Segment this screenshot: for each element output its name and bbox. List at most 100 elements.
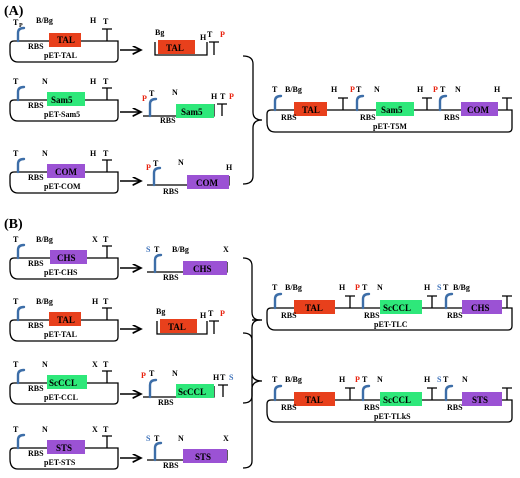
svg-text:X: X: [92, 360, 98, 369]
svg-text:N: N: [42, 77, 48, 86]
svg-text:RBS: RBS: [444, 113, 460, 122]
svg-text:COM: COM: [196, 178, 219, 188]
svg-text:T: T: [103, 235, 109, 244]
svg-text:P: P: [355, 283, 360, 292]
svg-text:RBS: RBS: [28, 42, 44, 51]
svg-text:COM: COM: [55, 167, 78, 177]
svg-text:P: P: [19, 23, 23, 29]
svg-text:N: N: [377, 375, 383, 384]
svg-text:P: P: [355, 375, 360, 384]
svg-text:S: S: [437, 375, 442, 384]
svg-text:T: T: [13, 425, 19, 434]
gene-tal: [294, 300, 335, 314]
panel-a-label: (A): [4, 4, 24, 19]
svg-text:T: T: [362, 283, 368, 292]
svg-text:N: N: [462, 375, 468, 384]
svg-text:P: P: [229, 92, 234, 101]
svg-text:CHS: CHS: [193, 264, 212, 274]
bracket: [242, 332, 263, 469]
svg-text:TAL: TAL: [302, 105, 320, 115]
gene-sam5: [47, 92, 85, 106]
svg-text:T: T: [103, 425, 109, 434]
svg-text:RBS: RBS: [360, 113, 376, 122]
fragment-chs: S T B/Bg CHS RBS X: [146, 245, 229, 282]
svg-text:H: H: [90, 149, 97, 158]
svg-text:Sam5: Sam5: [181, 107, 203, 117]
svg-text:B/Bg: B/Bg: [36, 16, 53, 25]
svg-text:TAL: TAL: [305, 395, 323, 405]
plasmid-pet-tlc: T B/Bg TAL RBS H P T N ScCCL RBS H S T B…: [266, 283, 513, 331]
svg-text:RBS: RBS: [281, 403, 297, 412]
svg-text:RBS: RBS: [28, 384, 44, 393]
svg-text:B/Bg: B/Bg: [453, 283, 470, 292]
svg-text:T: T: [103, 297, 109, 306]
plasmid-pet-sts: T N STS RBS X T pET-STS: [9, 425, 119, 470]
svg-text:H: H: [494, 85, 501, 94]
svg-text:N: N: [374, 85, 380, 94]
svg-text:N: N: [42, 425, 48, 434]
svg-text:T: T: [13, 297, 19, 306]
svg-text:pET-COM: pET-COM: [44, 182, 81, 191]
svg-text:RBS: RBS: [28, 321, 44, 330]
svg-text:TAL: TAL: [305, 303, 323, 313]
gene-tal: [160, 319, 197, 333]
svg-text:H: H: [211, 92, 218, 101]
gene-com: [47, 164, 85, 178]
fragment-sts: S T N STS RBS X: [146, 434, 229, 470]
svg-text:T: T: [103, 149, 109, 158]
fragment-sccl: P T N ScCCL RBS H T S: [141, 369, 234, 407]
gene-com: [461, 102, 498, 116]
gene-sam5: [376, 102, 414, 116]
bracket: [242, 55, 263, 185]
svg-text:X: X: [223, 434, 229, 443]
svg-text:Sam5: Sam5: [51, 95, 73, 105]
promoter-icon: [16, 26, 26, 43]
svg-text:RBS: RBS: [163, 273, 179, 282]
svg-text:T: T: [154, 245, 160, 254]
svg-text:RBS: RBS: [364, 311, 380, 320]
svg-text:N: N: [42, 149, 48, 158]
fragment-tal-a: TAL Bg H T P: [154, 28, 225, 56]
svg-text:H: H: [339, 375, 346, 384]
svg-text:RBS: RBS: [447, 403, 463, 412]
svg-text:pET-TLC: pET-TLC: [374, 320, 408, 329]
fragment-sam5: P T N Sam5 RBS H T P: [142, 88, 234, 125]
svg-text:TAL: TAL: [57, 35, 75, 45]
svg-text:N: N: [172, 88, 178, 97]
svg-text:TAL: TAL: [168, 322, 186, 332]
svg-text:STS: STS: [56, 443, 72, 453]
svg-text:RBS: RBS: [158, 398, 174, 407]
svg-text:N: N: [42, 360, 48, 369]
svg-text:pET-STS: pET-STS: [44, 458, 76, 467]
plasmid-pet-chs: T B/Bg CHS RBS X T pET-CHS: [9, 235, 119, 280]
svg-text:P: P: [433, 85, 438, 94]
svg-text:P: P: [141, 371, 146, 380]
svg-text:T: T: [208, 309, 214, 318]
gene-chs: [50, 250, 87, 264]
svg-text:Sam5: Sam5: [381, 105, 403, 115]
svg-text:pET-T5M: pET-T5M: [373, 122, 407, 131]
svg-text:B/Bg: B/Bg: [285, 283, 302, 292]
svg-text:TAL: TAL: [166, 43, 184, 53]
plasmid-pet-sam5: T N Sam5 RBS H T pET-Sam5: [9, 77, 119, 122]
svg-text:H: H: [200, 33, 207, 42]
svg-text:T: T: [443, 283, 449, 292]
gene-sccl: [380, 300, 422, 314]
svg-text:ScCCL: ScCCL: [383, 303, 411, 313]
svg-text:ScCCL: ScCCL: [383, 395, 411, 405]
gene-chs: [462, 300, 502, 314]
svg-text:P: P: [220, 30, 225, 39]
svg-text:RBS: RBS: [28, 259, 44, 268]
fragment-tal-b: TAL Bg H T P: [156, 307, 225, 335]
gene-sccl: [380, 392, 422, 406]
gene-chs: [183, 261, 227, 275]
svg-text:ScCCL: ScCCL: [49, 378, 77, 388]
svg-text:B/Bg: B/Bg: [172, 245, 189, 254]
svg-text:B/Bg: B/Bg: [285, 375, 302, 384]
svg-text:RBS: RBS: [28, 449, 44, 458]
terminator-icon: [102, 28, 112, 41]
gene-com: [187, 175, 229, 189]
fragment-com: P T N COM RBS H: [146, 158, 233, 196]
